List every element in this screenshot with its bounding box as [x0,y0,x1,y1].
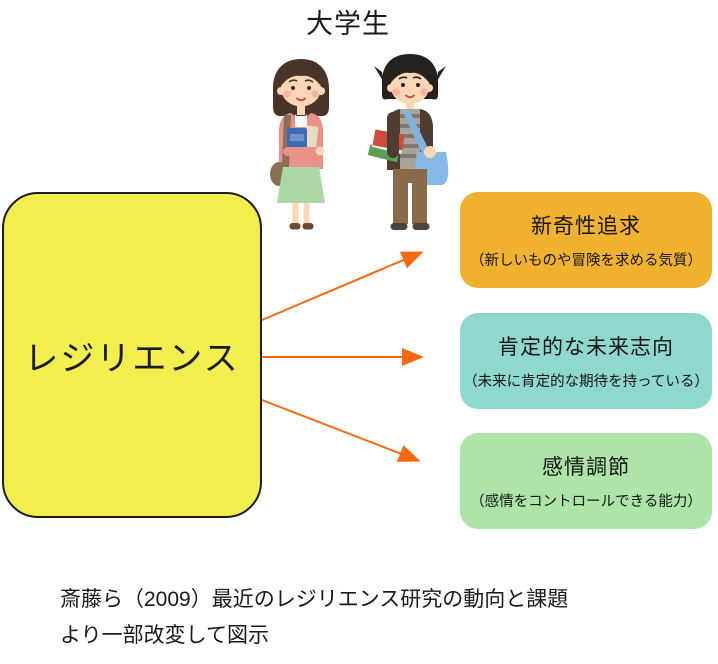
male-student-icon [367,54,449,230]
page-title: 大学生 [306,9,390,39]
citation-line-2: より一部改変して図示 [60,624,269,647]
arrow-to-novelty [261,251,424,321]
factor-subtitle: （感情をコントロールできる能力） [470,494,702,510]
factor-box-future: 肯定的な未来志向 （未来に肯定的な期待を持っている） [460,313,712,409]
factor-title: 肯定的な未来志向 [498,336,674,359]
citation-line-1: 斎藤ら（2009）最近のレジリエンス研究の動向と課題 [60,588,569,611]
factor-subtitle: （未来に肯定的な期待を持っている） [463,374,709,390]
female-student-icon [270,59,329,230]
citation: 斎藤ら（2009）最近のレジリエンス研究の動向と課題 より一部改変して図示 [60,582,660,654]
resilience-box: レジリエンス [2,192,262,518]
factor-box-novelty: 新奇性追求 （新しいものや冒険を求める気質） [460,192,712,288]
arrow-to-emotion [261,399,421,462]
factor-subtitle: （新しいものや冒険を求める気質） [470,253,702,269]
factor-title: 感情調節 [542,456,630,479]
resilience-label: レジリエンス [24,339,240,378]
factor-title: 新奇性追求 [531,215,641,238]
factor-box-emotion: 感情調節 （感情をコントロールできる能力） [460,433,712,529]
